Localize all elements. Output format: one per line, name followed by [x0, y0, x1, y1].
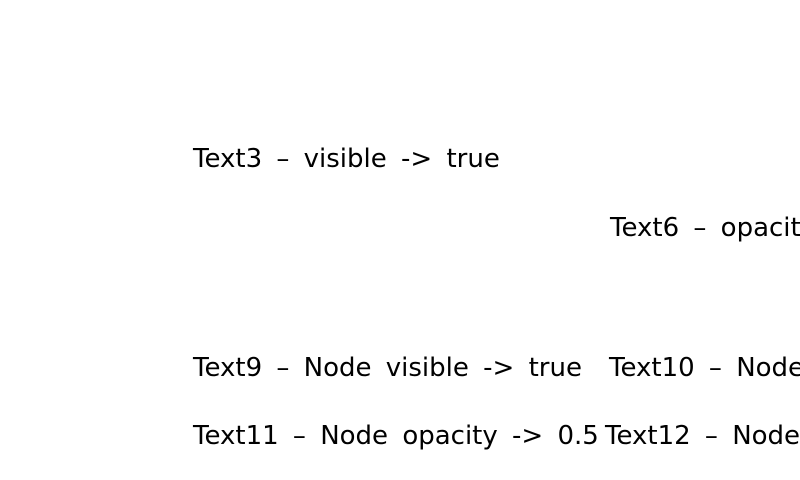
text-label-text9[interactable]: Text9 – Node visible -> true — [193, 353, 582, 383]
text-label-text12[interactable]: Text12 – Node — [605, 421, 800, 451]
text-label-text6[interactable]: Text6 – opacity — [610, 213, 800, 243]
text-label-text3[interactable]: Text3 – visible -> true — [193, 144, 500, 174]
text-label-text10[interactable]: Text10 – Node — [609, 353, 800, 383]
text-label-text11[interactable]: Text11 – Node opacity -> 0.5 — [193, 421, 599, 451]
